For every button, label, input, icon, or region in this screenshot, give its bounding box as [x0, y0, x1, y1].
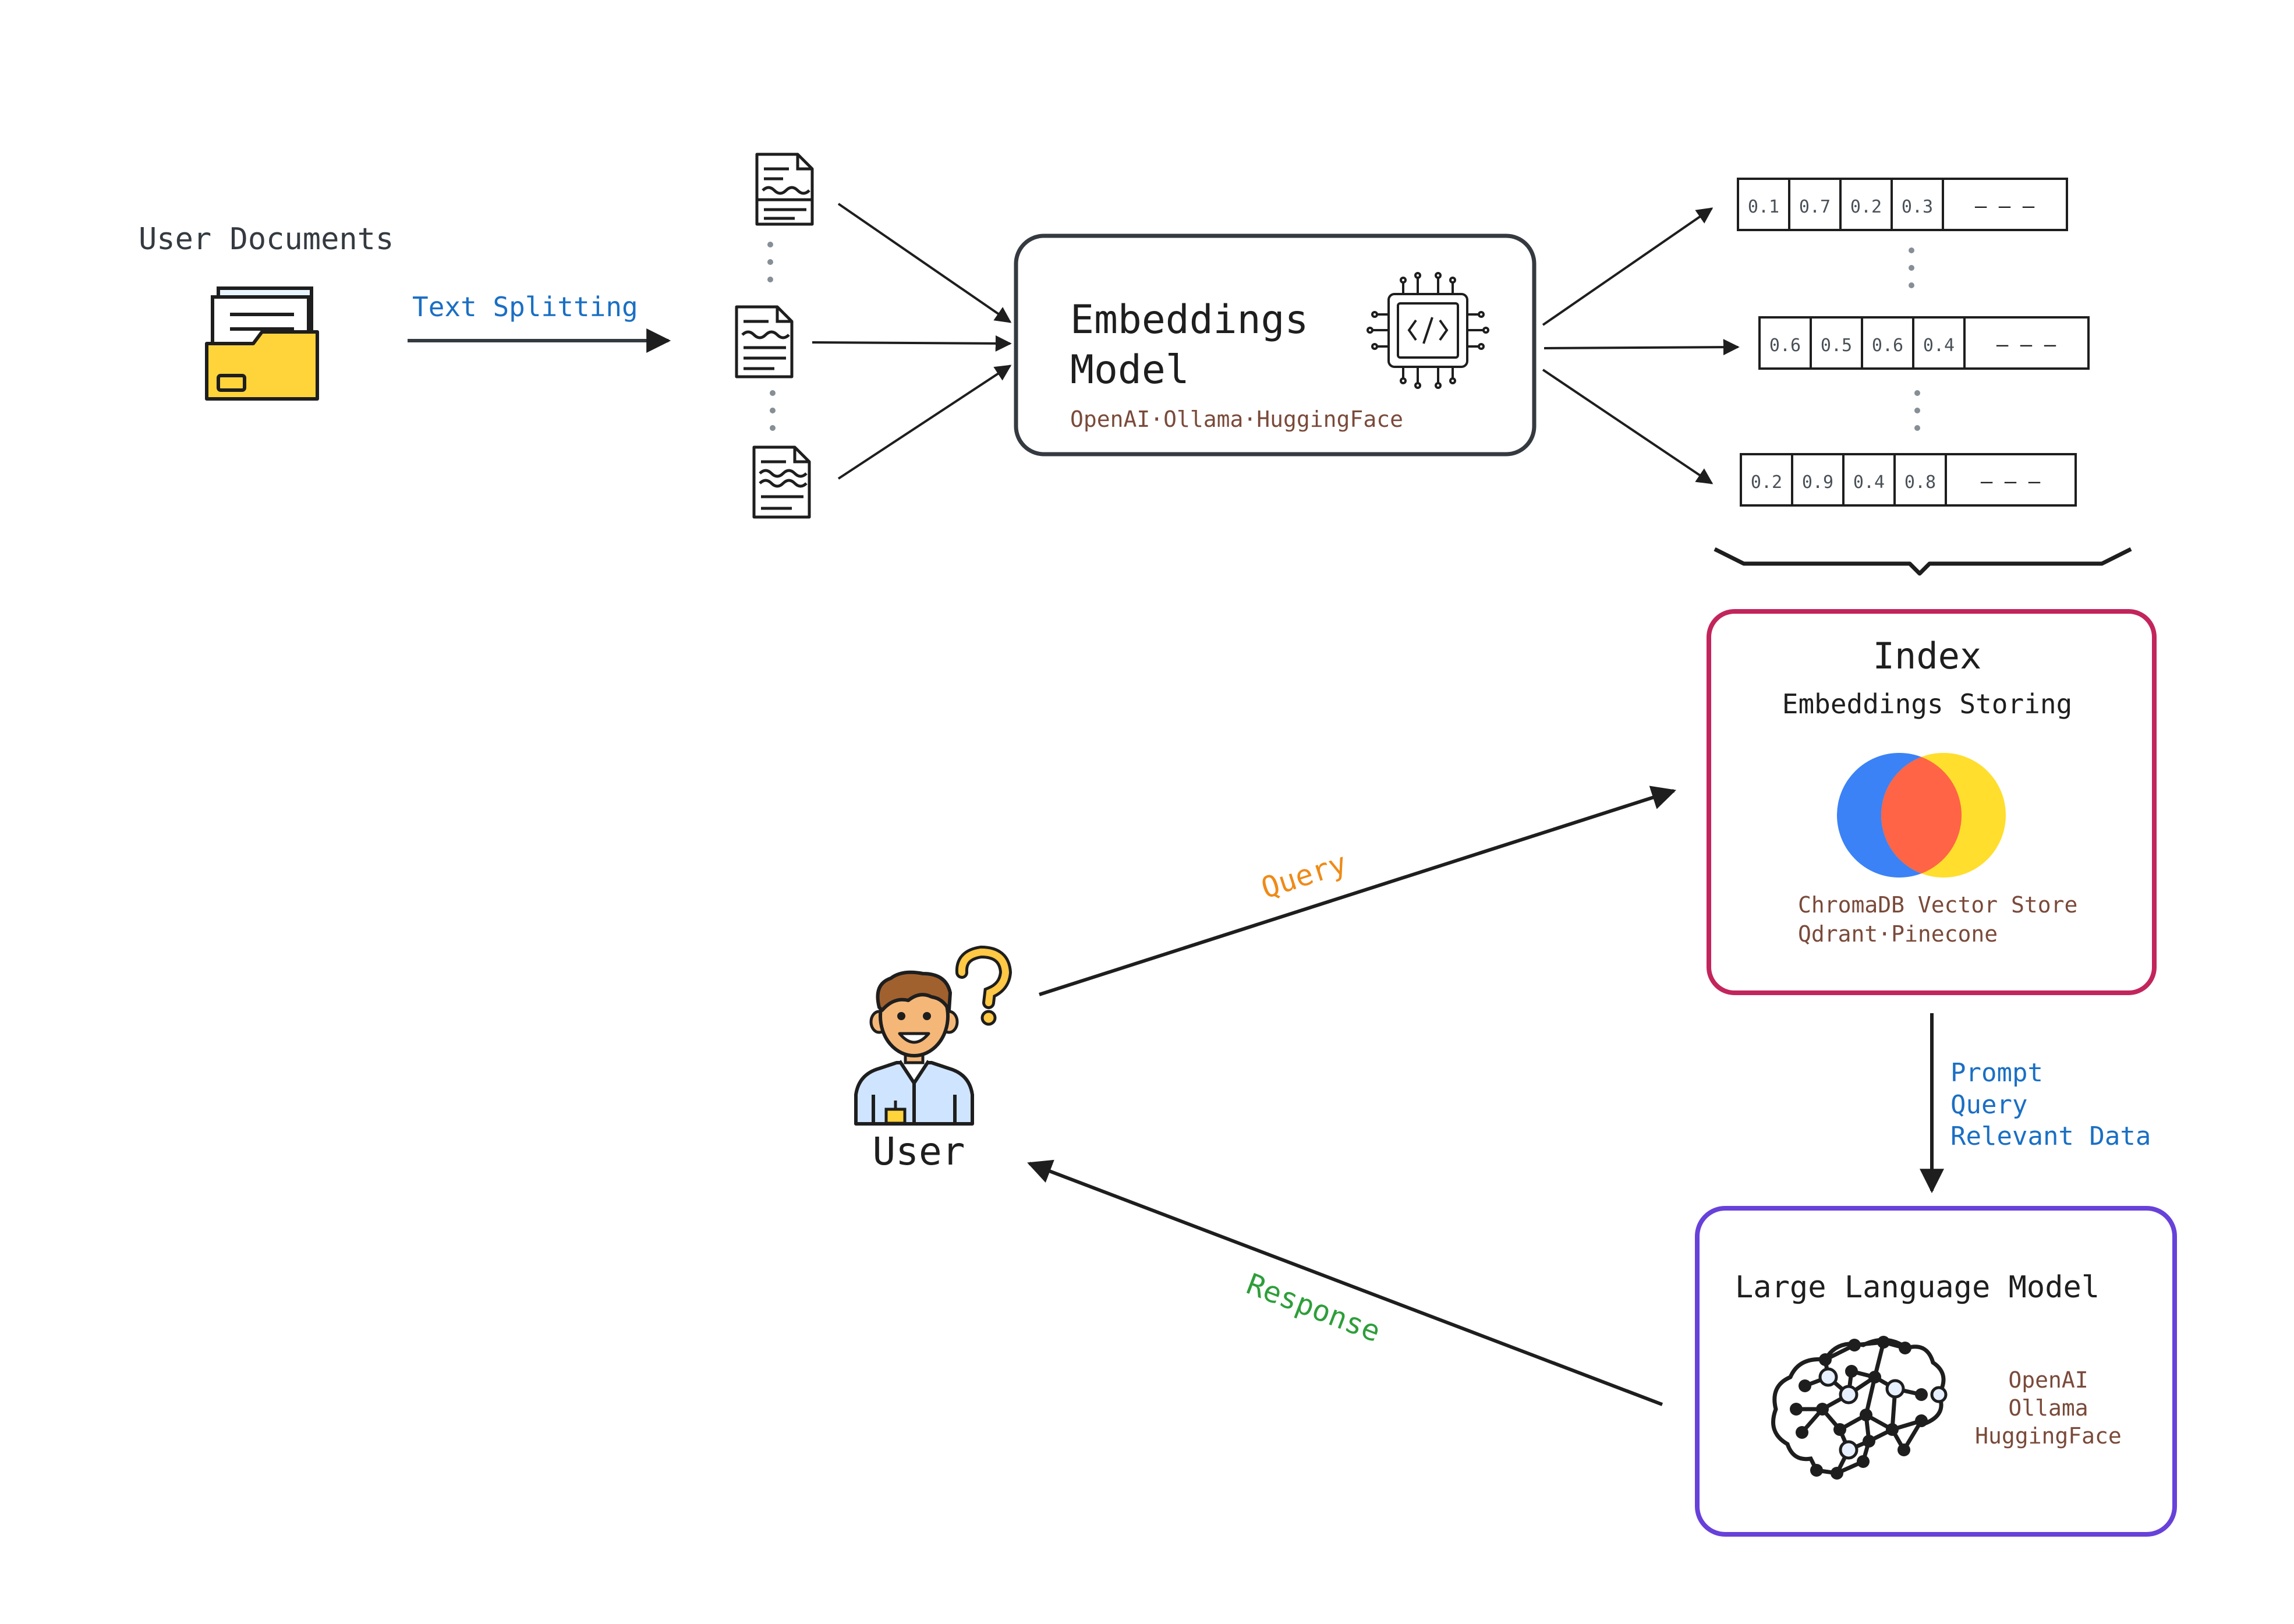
vector-value: 0.4: [1923, 335, 1955, 356]
vector-ellipsis: — — —: [1996, 333, 2056, 356]
llm-provider-3: HuggingFace: [1975, 1423, 2122, 1449]
index-store-line2: Qdrant·Pinecone: [1798, 921, 1998, 947]
chunk-to-model-arrow: [837, 365, 1012, 480]
vector-row: 0.2 0.9 0.4 0.8 — — —: [1740, 453, 2077, 507]
chunk-dots-2: [770, 390, 776, 431]
embeddings-model-providers: OpenAI·Ollama·HuggingFace: [1070, 406, 1403, 432]
vector-dots-1: [1909, 247, 1914, 288]
document-chunk-icon: [755, 153, 814, 226]
model-to-vector-arrow: [1542, 369, 1714, 484]
text-splitting-label: Text Splitting: [412, 291, 638, 323]
user-avatar-icon: [854, 970, 974, 1126]
vector-value: 0.1: [1748, 197, 1779, 217]
query-label: Query: [1257, 846, 1351, 905]
llm-title: Large Language Model: [1735, 1270, 2100, 1305]
chip-code-icon: [1367, 272, 1489, 389]
curly-brace: [1714, 547, 2132, 576]
vector-value: 0.8: [1904, 472, 1936, 493]
llm-provider-2: Ollama: [2008, 1395, 2088, 1421]
index-title: Index: [1873, 635, 1982, 677]
vector-ellipsis: — — —: [1981, 470, 2041, 493]
prompt-label-line2: Query: [1950, 1090, 2027, 1120]
chunk-to-model-arrow: [812, 335, 1012, 352]
prompt-label-line3: Relevant Data: [1950, 1121, 2151, 1151]
vector-dots-2: [1914, 390, 1920, 431]
neural-brain-icon: [1771, 1336, 1948, 1480]
chunk-dots-1: [767, 242, 773, 282]
chromadb-logo-icon: [1837, 753, 2006, 878]
chunk-to-model-arrow: [837, 203, 1012, 323]
vector-value: 0.2: [1751, 472, 1782, 493]
vector-value: 0.2: [1850, 197, 1882, 217]
document-chunk-icon: [735, 305, 794, 378]
vector-value: 0.6: [1769, 335, 1801, 356]
vector-value: 0.6: [1872, 335, 1903, 356]
embeddings-model-box: [1014, 233, 1537, 457]
folder-icon: [205, 286, 319, 401]
model-to-vector-arrow: [1544, 339, 1740, 356]
llm-provider-1: OpenAI: [2008, 1367, 2088, 1393]
embeddings-model-title-2: Model: [1070, 347, 1190, 393]
user-label: User: [873, 1129, 965, 1174]
llm-box: [1695, 1206, 2177, 1537]
user-documents-title: User Documents: [139, 222, 394, 257]
model-to-vector-arrow: [1542, 207, 1714, 326]
query-arrow: [1039, 786, 1676, 996]
index-store-line1: ChromaDB Vector Store: [1798, 892, 2077, 918]
vector-ellipsis: — — —: [1975, 194, 2035, 218]
vector-value: 0.5: [1821, 335, 1852, 356]
vector-value: 0.3: [1902, 197, 1933, 217]
vector-row: 0.1 0.7 0.2 0.3 — — —: [1737, 178, 2068, 231]
response-arrow: [1027, 1159, 1663, 1406]
question-mark-icon: [955, 945, 1013, 1026]
vector-row: 0.6 0.5 0.6 0.4 — — —: [1758, 316, 2090, 370]
vector-value: 0.7: [1799, 197, 1831, 217]
vector-value: 0.9: [1802, 472, 1833, 493]
document-chunk-icon: [752, 445, 811, 519]
vector-value: 0.4: [1853, 472, 1885, 493]
prompt-label-line1: Prompt: [1950, 1058, 2043, 1088]
embeddings-model-title-1: Embeddings: [1070, 297, 1308, 343]
response-label: Response: [1242, 1267, 1385, 1349]
index-subtitle: Embeddings Storing: [1782, 688, 2073, 720]
